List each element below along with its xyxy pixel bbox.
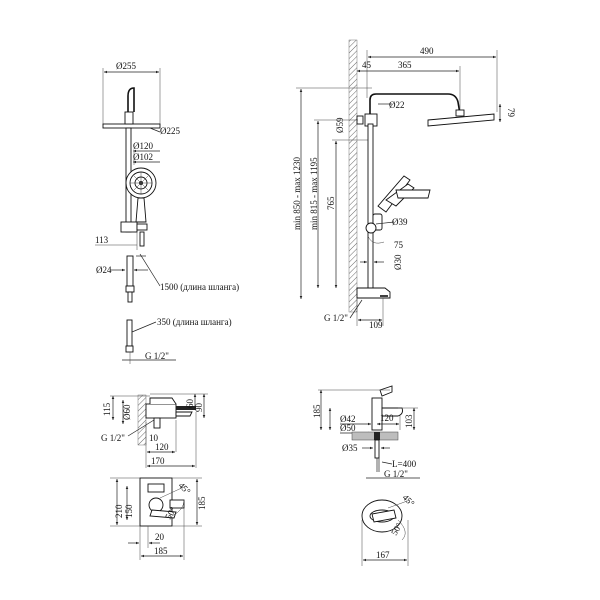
dim-120-bath: 120: [155, 442, 169, 452]
dim-210: 210: [114, 504, 124, 518]
dim-185-base: 185: [154, 546, 168, 556]
dim-d35: Ø35: [342, 443, 358, 453]
dim-79: 79: [506, 108, 516, 118]
dim-d60-bath: Ø60: [122, 404, 132, 420]
rail-bracket: [102, 123, 161, 129]
dim-d50: Ø50: [340, 423, 356, 433]
hand-shower-head: [125, 167, 157, 223]
thread-g12-hand: G 1/2": [145, 351, 169, 361]
bath-wall-section: [137, 394, 147, 446]
bath-mixer-side-view: 115 Ø60 60 90 G 1/2" 10 120 170: [101, 393, 208, 468]
angle-45-basin: 45°: [401, 492, 417, 508]
dim-d59: Ø59: [335, 117, 345, 133]
shower-holder: [120, 221, 138, 233]
dim-hose-L400: L=400: [392, 459, 417, 469]
dim-d39: Ø39: [392, 217, 408, 227]
dim-170: 170: [151, 456, 165, 466]
rain-shower-head: [427, 113, 495, 127]
dim-115: 115: [102, 402, 112, 416]
dim-150: 150: [124, 504, 134, 518]
dim-d102: Ø102: [133, 152, 153, 162]
dim-103: 103: [404, 414, 414, 428]
dim-75-angle: 75: [394, 240, 404, 250]
bath-mixer-body: [145, 403, 177, 419]
dim-10: 10: [149, 433, 159, 443]
basin-mixer-top-view: 45° 50° 167: [361, 492, 417, 566]
slider-hand-shower: [372, 175, 431, 231]
thread-g12-system: G 1/2": [324, 313, 348, 323]
shower-arm: [369, 93, 461, 118]
wall-section: [348, 39, 358, 313]
dim-185-front: 185: [197, 496, 207, 510]
dim-d22: Ø22: [389, 100, 405, 110]
angle-45-bath: 45°: [177, 480, 193, 496]
dim-height-range-b: min 815 - max 1195: [309, 157, 319, 230]
dim-hose-350: 350 (длина шланга): [157, 317, 232, 327]
riser-pipe: [367, 123, 374, 289]
dim-d120: Ø120: [133, 141, 153, 151]
dim-90-top: 90: [194, 403, 204, 413]
dim-45: 45: [362, 60, 372, 70]
thread-g12-basin: G 1/2": [384, 469, 408, 479]
dim-490: 490: [420, 46, 434, 56]
dim-765: 765: [326, 196, 336, 210]
dim-113: 113: [95, 235, 109, 245]
shower-system-view: 490 45 365 79 Ø22 Ø59 min 850 - max 1230…: [292, 39, 516, 330]
thermostatic-mixer: [365, 222, 377, 234]
dim-185-basin: 185: [312, 404, 322, 418]
hand-shower-set-view: Ø255 Ø225 Ø120 Ø102 113: [95, 61, 239, 364]
dim-109: 109: [369, 320, 383, 330]
dim-167: 167: [376, 550, 390, 560]
dim-d24: Ø24: [96, 265, 112, 275]
thread-g12-bath: G 1/2": [101, 433, 125, 443]
basin-mixer-side-view: 185 167 Ø42 Ø50 120 103 Ø35 L=400 G 1/2": [312, 385, 420, 479]
dim-hose-1500: 1500 (длина шланга): [160, 282, 239, 292]
dim-d225: Ø225: [160, 126, 180, 136]
dim-height-range-a: min 850 - max 1230: [292, 157, 302, 230]
dim-120-basin: 120: [380, 413, 394, 423]
bath-mixer-front-view: 210 150 45° 50° 185 20 185: [110, 477, 207, 560]
dim-60-top: 60: [185, 399, 195, 409]
dim-d255: Ø255: [116, 61, 136, 71]
dim-20: 20: [155, 532, 165, 542]
dim-d42: Ø42: [340, 414, 356, 424]
dim-d30: Ø30: [393, 254, 403, 270]
dim-365: 365: [398, 60, 412, 70]
